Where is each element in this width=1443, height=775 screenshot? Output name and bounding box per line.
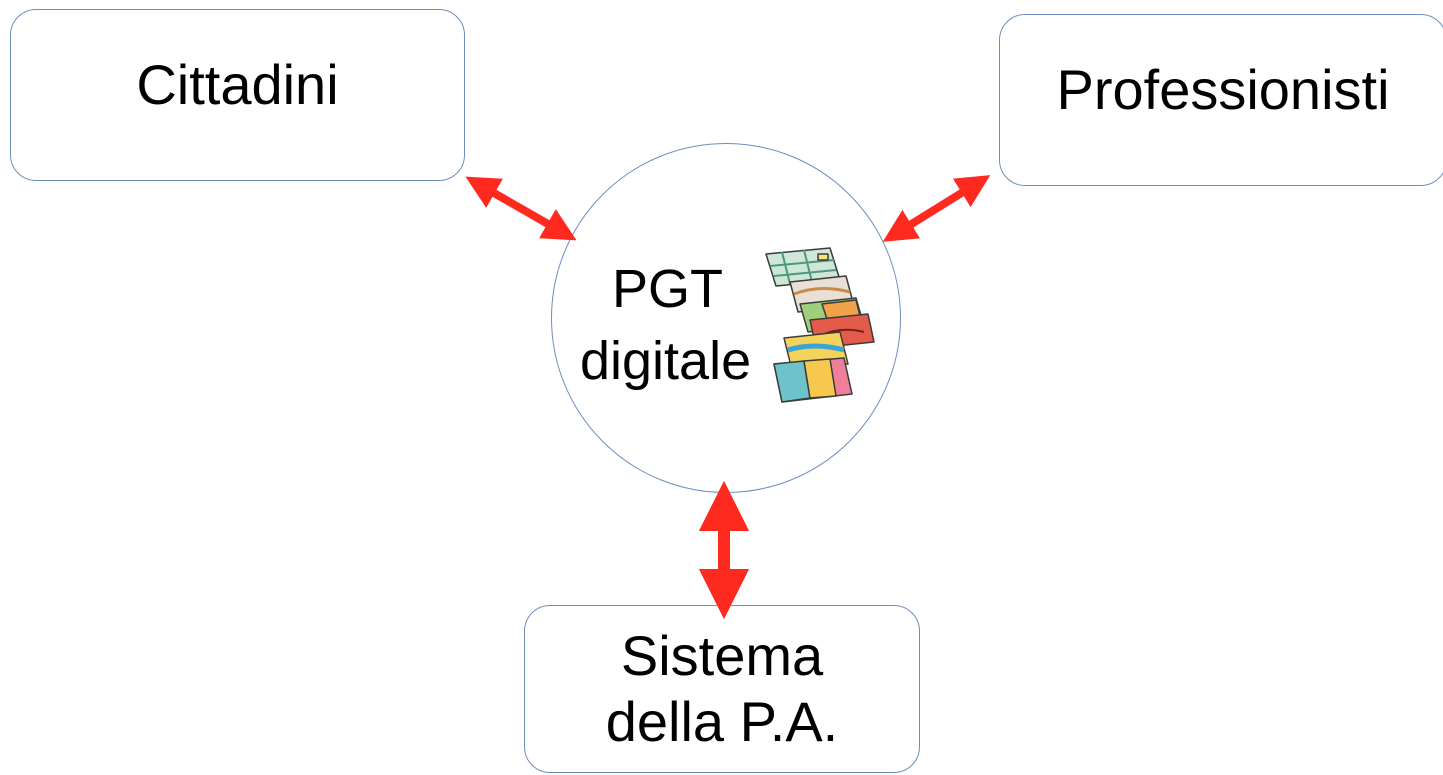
map-layers-icon <box>765 247 875 403</box>
hub-label-line2: digitale <box>580 331 752 391</box>
arrow-cittadini-hub <box>465 176 577 241</box>
arrow-professionisti-hub <box>882 175 991 242</box>
node-professionisti: Professionisti <box>999 14 1443 186</box>
node-pa-label-line2: della P.A. <box>605 690 839 753</box>
hub-label-line1: PGT <box>612 259 724 319</box>
node-pa-label-line1: Sistema <box>620 623 824 687</box>
node-cittadini-label: Cittadini <box>136 52 339 116</box>
node-cittadini: Cittadini <box>10 9 465 181</box>
node-professionisti-label: Professionisti <box>1056 57 1390 121</box>
